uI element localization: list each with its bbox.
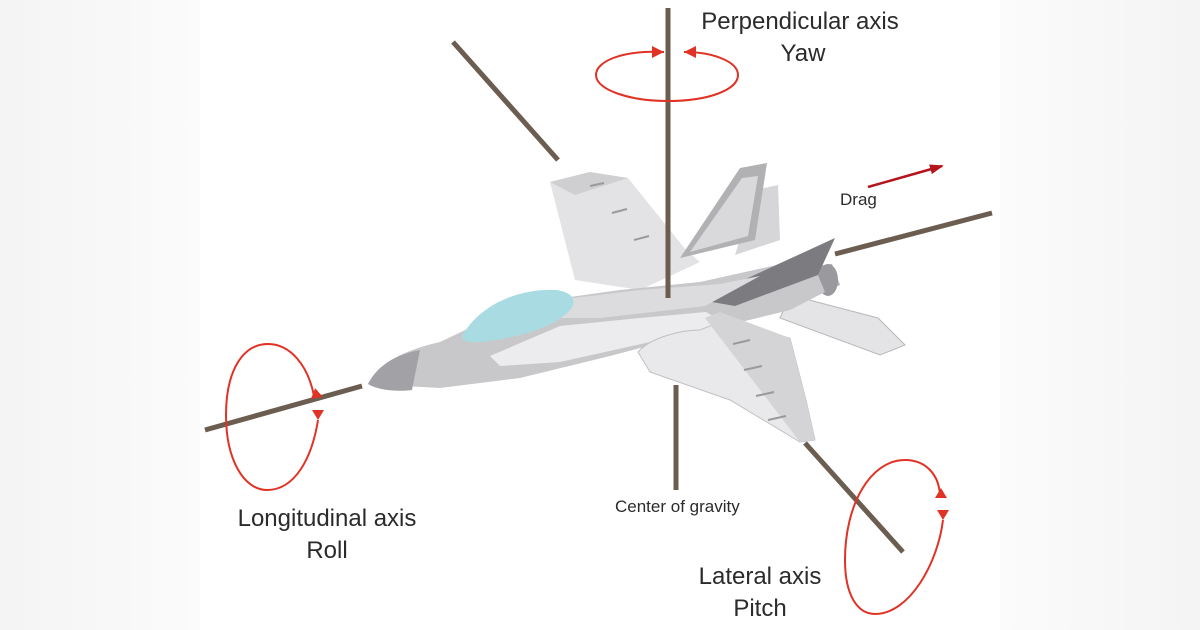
lateral-axis-back: [451, 40, 560, 162]
roll-rotation-arrow: [224, 342, 324, 492]
pitch-rotation-arrow: [843, 458, 949, 616]
yaw-label: Yaw: [780, 40, 826, 67]
perpendicular-axis-label-group: Perpendicular axis Yaw: [690, 6, 910, 70]
drag-arrow: [867, 164, 944, 189]
longitudinal-axis-label-group: Longitudinal axis Roll: [212, 503, 442, 567]
longitudinal-axis-back: [834, 210, 993, 257]
longitudinal-axis-label: Longitudinal axis: [237, 505, 417, 532]
pitch-label: Pitch: [733, 595, 787, 622]
lateral-axis-label-group: Lateral axis Pitch: [680, 561, 840, 625]
lateral-axis-front: [803, 441, 905, 554]
right-margin: [1000, 0, 1200, 630]
left-margin: [0, 0, 200, 630]
longitudinal-axis-front: [204, 383, 363, 433]
drag-label: Drag: [840, 190, 877, 209]
lateral-axis-label: Lateral axis: [698, 563, 822, 590]
yaw-rotation-arrow: [594, 46, 740, 103]
roll-label: Roll: [306, 537, 348, 564]
aircraft: [368, 163, 906, 443]
center-of-gravity-label: Center of gravity: [615, 497, 740, 516]
perpendicular-axis-label: Perpendicular axis: [701, 8, 899, 35]
